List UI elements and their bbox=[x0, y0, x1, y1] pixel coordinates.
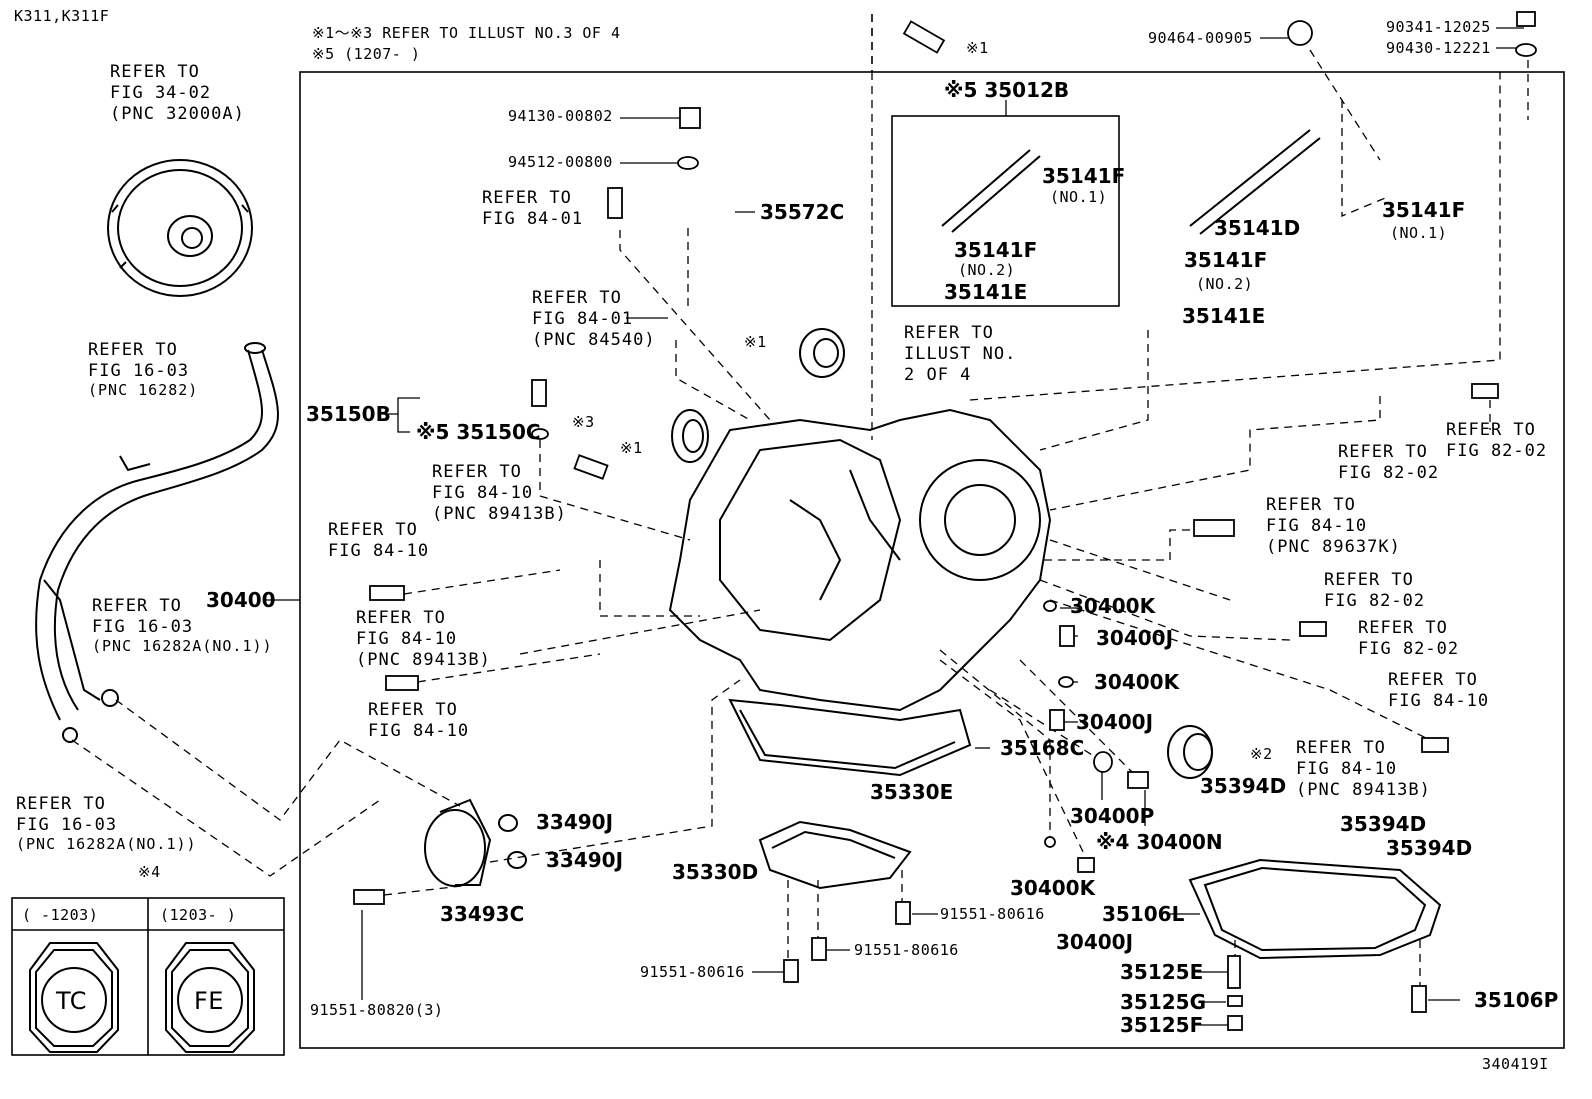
oil-cooler-icon bbox=[424, 798, 527, 887]
part-30400k-b[interactable]: 30400K bbox=[1094, 670, 1180, 694]
legend-tc-plug-icon bbox=[29, 942, 119, 1053]
note-date-range: ※5 (1207- ) bbox=[312, 45, 421, 63]
part-35106l[interactable]: 35106L bbox=[1102, 902, 1185, 926]
part-94130-00802[interactable]: 94130-00802 bbox=[508, 107, 613, 125]
part-90464-00905[interactable]: 90464-00905 bbox=[1148, 29, 1253, 47]
part-30400j-b[interactable]: 30400J bbox=[1076, 710, 1154, 734]
part-33493c[interactable]: 33493C bbox=[440, 902, 525, 926]
part-35106p[interactable]: 35106P bbox=[1474, 988, 1559, 1012]
legend-mark: ※4 bbox=[138, 863, 161, 881]
legend-tc-label: TC bbox=[56, 987, 88, 1015]
part-35168c[interactable]: 35168C bbox=[1000, 736, 1085, 760]
part-35125e[interactable]: 35125E bbox=[1120, 960, 1204, 984]
part-35141e-b[interactable]: 35141E bbox=[1182, 304, 1266, 328]
part-33490j-b[interactable]: 33490J bbox=[546, 848, 624, 872]
part-30400n[interactable]: ※4 30400N bbox=[1096, 830, 1223, 854]
part-35125g[interactable]: 35125G bbox=[1120, 990, 1206, 1014]
oil-seal-icons bbox=[671, 328, 1213, 779]
part-35572c[interactable]: 35572C bbox=[760, 200, 845, 224]
part-35150c[interactable]: ※5 35150C bbox=[416, 420, 541, 444]
part-35394d-b[interactable]: 35394D bbox=[1340, 812, 1427, 836]
part-90430-12221[interactable]: 90430-12221 bbox=[1386, 39, 1491, 57]
model-code: K311,K311F bbox=[14, 7, 110, 25]
legend-left-range: ( -1203) bbox=[22, 906, 99, 924]
mark-1-low: ※1 bbox=[620, 439, 643, 457]
part-35394d-c[interactable]: 35394D bbox=[1386, 836, 1473, 860]
oil-cooler-hose-icon bbox=[35, 342, 279, 743]
part-30400j-c[interactable]: 30400J bbox=[1056, 930, 1134, 954]
part-94512-00800[interactable]: 94512-00800 bbox=[508, 153, 613, 171]
part-35330e[interactable]: 35330E bbox=[870, 780, 954, 804]
part-90341-12025[interactable]: 90341-12025 bbox=[1386, 18, 1491, 36]
oil-tube-icons bbox=[941, 129, 1321, 235]
part-35012b[interactable]: ※5 35012B bbox=[944, 78, 1070, 102]
part-30400k-c[interactable]: 30400K bbox=[1010, 876, 1096, 900]
part-35125f[interactable]: 35125F bbox=[1120, 1013, 1204, 1037]
part-91551-80820[interactable]: 91551-80820(3) bbox=[310, 1001, 444, 1019]
mark-1-top: ※1 bbox=[966, 39, 989, 57]
part-35330d[interactable]: 35330D bbox=[672, 860, 759, 884]
part-35141f-d[interactable]: 35141F bbox=[1382, 198, 1466, 222]
part-35141f-a[interactable]: 35141F bbox=[1042, 164, 1126, 188]
part-35141e-a[interactable]: 35141E bbox=[944, 280, 1028, 304]
part-91551-80616-c[interactable]: 91551-80616 bbox=[640, 963, 745, 981]
diagram-frame bbox=[299, 71, 1565, 1049]
part-35141f-d-note: (NO.1) bbox=[1390, 224, 1448, 242]
part-35141f-b[interactable]: 35141F bbox=[954, 238, 1038, 262]
part-35394d-a[interactable]: 35394D bbox=[1200, 774, 1287, 798]
mark-2: ※2 bbox=[1250, 745, 1273, 763]
legend-fe-plug-icon bbox=[165, 942, 255, 1053]
part-30400k-a[interactable]: 30400K bbox=[1070, 594, 1156, 618]
part-30400j-a[interactable]: 30400J bbox=[1096, 626, 1174, 650]
part-35141f-a-note: (NO.1) bbox=[1050, 188, 1108, 206]
illust-id: 340419I bbox=[1482, 1055, 1549, 1073]
part-35141f-b-note: (NO.2) bbox=[958, 261, 1016, 279]
transaxle-case-icon bbox=[668, 408, 1052, 777]
mark-1-mid: ※1 bbox=[744, 333, 767, 351]
part-30400p[interactable]: 30400P bbox=[1070, 804, 1155, 828]
bolt-icons bbox=[353, 11, 1537, 1031]
note-refer-illust: ※1～※3 REFER TO ILLUST NO.3 OF 4 bbox=[312, 24, 621, 42]
torque-converter-icon bbox=[107, 159, 253, 297]
mark-3: ※3 bbox=[572, 413, 595, 431]
part-35141f-c[interactable]: 35141F bbox=[1184, 248, 1268, 272]
oil-pan-icon bbox=[1188, 858, 1442, 960]
oil-strainer-icon bbox=[758, 820, 912, 890]
part-91551-80616-a[interactable]: 91551-80616 bbox=[940, 905, 1045, 923]
legend-right-range: (1203- ) bbox=[160, 906, 237, 924]
part-91551-80616-b[interactable]: 91551-80616 bbox=[854, 941, 959, 959]
part-30400[interactable]: 30400 bbox=[206, 588, 276, 612]
part-35150b[interactable]: 35150B bbox=[306, 402, 391, 426]
legend-fe-label: FE bbox=[194, 987, 224, 1015]
part-35141f-c-note: (NO.2) bbox=[1196, 275, 1254, 293]
part-33490j-a[interactable]: 33490J bbox=[536, 810, 614, 834]
part-35141d[interactable]: 35141D bbox=[1214, 216, 1301, 240]
